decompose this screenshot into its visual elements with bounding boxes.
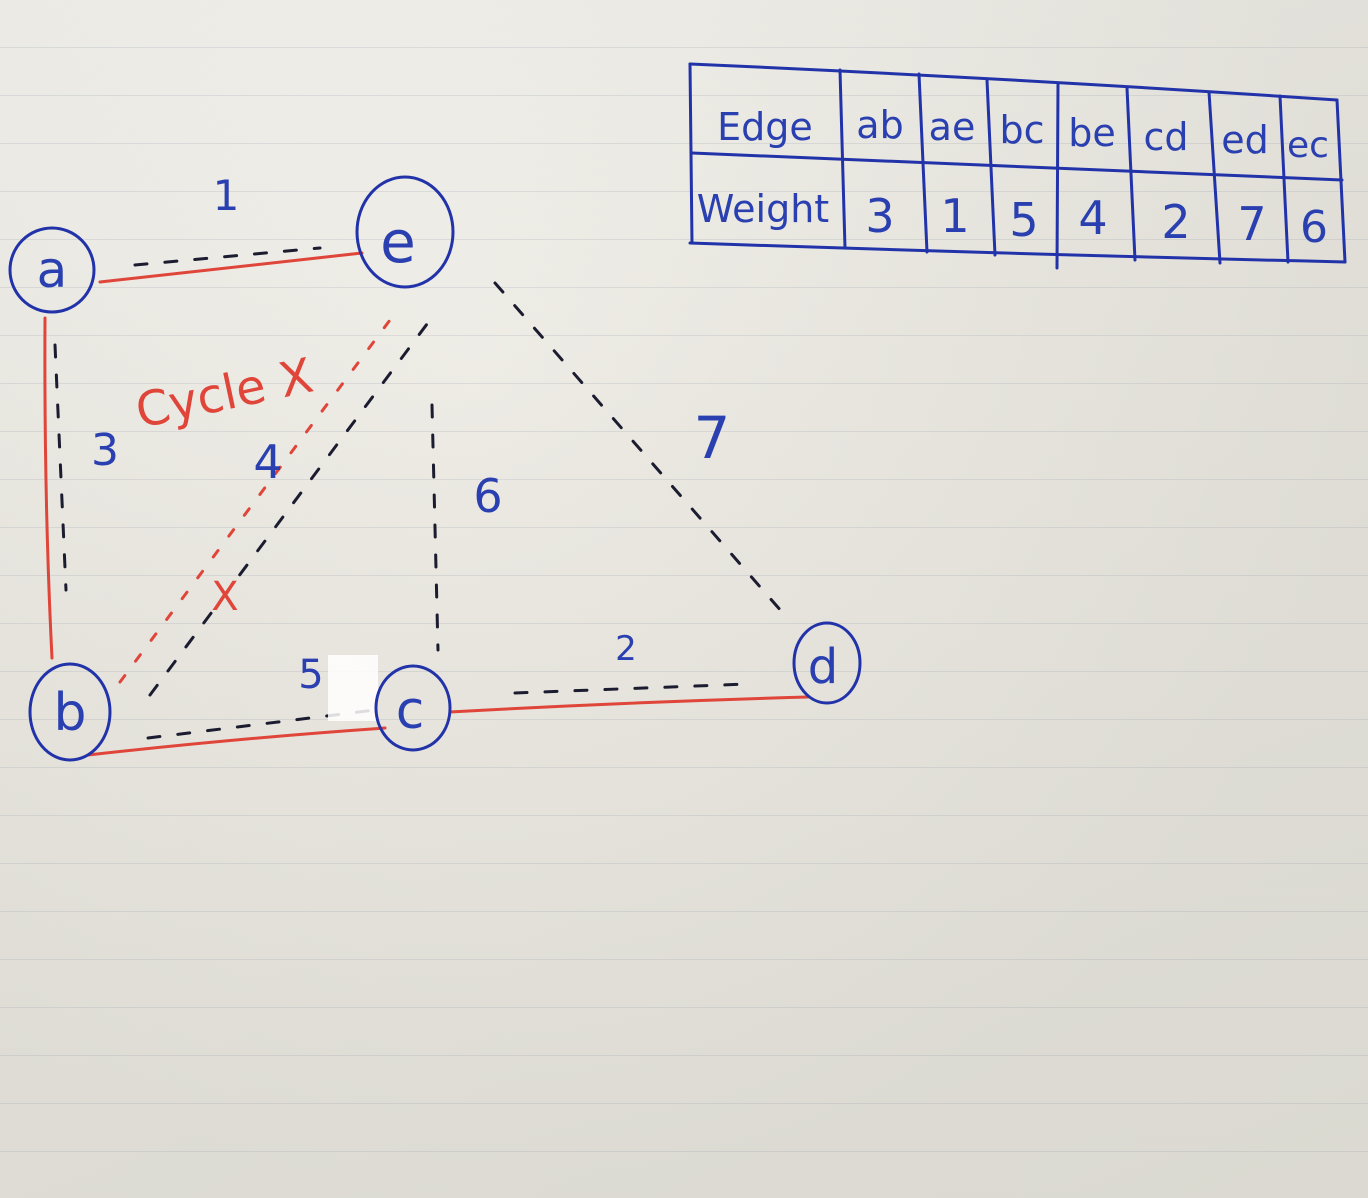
graph-edges <box>53 246 784 740</box>
weight-cd: 2 <box>615 629 637 669</box>
table-border-right <box>1335 98 1347 264</box>
table-col-divider-1 <box>838 68 847 250</box>
edge-weight-table: Edge Weight ab ae bc be cd ed ec 3 1 5 4… <box>688 62 1347 270</box>
table-col-divider-7 <box>1278 94 1290 264</box>
mst-edge-ab <box>43 316 54 660</box>
node-d: d <box>792 621 862 705</box>
table-weight-ec: 6 <box>1300 202 1328 253</box>
node-b: b <box>28 662 112 762</box>
cycle-note: Cycle X <box>131 348 318 440</box>
table-weight-be: 4 <box>1078 191 1107 245</box>
table-edge-cd: cd <box>1143 115 1188 159</box>
edge-ed-dash <box>493 281 784 614</box>
table-col-divider-3 <box>985 78 997 257</box>
tape-patch <box>328 655 378 721</box>
mst-edges <box>43 251 810 757</box>
node-c: c <box>374 664 452 752</box>
edge-be-dash <box>148 318 432 697</box>
table-edge-ec: ec <box>1287 125 1329 166</box>
mst-edge-cd <box>448 695 810 714</box>
mst-edge-bc <box>86 726 387 757</box>
table-weight-ae: 1 <box>940 189 969 243</box>
table-header-weight: Weight <box>697 187 829 231</box>
table-weight-ab: 3 <box>865 189 894 243</box>
weight-ed: 7 <box>694 404 731 472</box>
table-weight-cd: 2 <box>1161 195 1190 249</box>
table-edge-bc: bc <box>999 108 1044 152</box>
weight-ab: 3 <box>91 425 119 476</box>
node-b-label: b <box>53 683 86 743</box>
table-edge-ab: ab <box>856 103 903 147</box>
node-a-label: a <box>37 241 68 299</box>
table-row-divider <box>690 151 1344 182</box>
node-e: e <box>355 175 455 289</box>
table-weight-ed: 7 <box>1237 197 1266 251</box>
edge-ae-dash <box>133 246 322 267</box>
node-e-label: e <box>380 208 416 276</box>
table-col-divider-5 <box>1125 86 1137 262</box>
table-edge-ae: ae <box>929 105 976 149</box>
table-weight-bc: 5 <box>1009 193 1038 247</box>
mst-edge-ae <box>98 251 364 284</box>
table-col-divider-6 <box>1207 90 1222 265</box>
table-border-left <box>688 62 694 245</box>
table-border-bottom <box>688 241 1347 264</box>
edge-ab-dash <box>53 343 68 592</box>
weight-bc: 5 <box>298 652 323 698</box>
edge-cd-dash <box>513 682 750 695</box>
weight-be: 4 <box>253 435 282 489</box>
node-a: a <box>8 226 96 314</box>
table-edge-be: be <box>1068 111 1116 155</box>
table-edge-ed: ed <box>1221 118 1269 162</box>
table-col-divider-2 <box>917 72 929 254</box>
node-c-label: c <box>396 681 425 741</box>
weight-ae: 1 <box>213 171 240 220</box>
reject-mark: X <box>211 574 238 620</box>
table-header-edge: Edge <box>717 105 813 149</box>
node-d-label: d <box>808 639 838 695</box>
weight-ec: 6 <box>473 469 502 523</box>
edge-ec-dash <box>430 403 440 652</box>
table-col-divider-4 <box>1055 82 1060 270</box>
table-border-top <box>688 62 1339 102</box>
